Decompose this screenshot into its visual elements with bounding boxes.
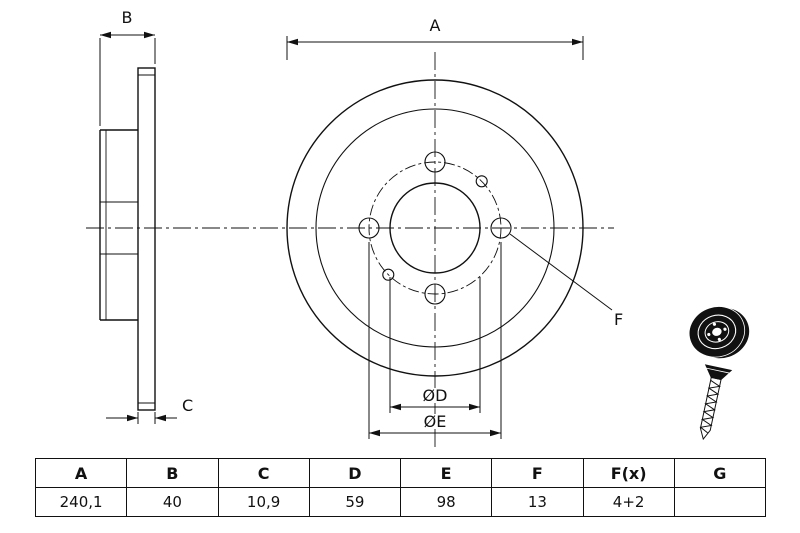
leader-line (509, 233, 613, 311)
dim-b-label: B (122, 8, 133, 27)
dim-c-label: C (182, 396, 193, 415)
value-fx: 4+2 (582, 487, 675, 517)
dim-d-label: ØD (423, 386, 448, 405)
value-e: 98 (399, 487, 493, 517)
value-c: 10,9 (217, 487, 310, 517)
value-d: 59 (308, 487, 402, 517)
value-a: 240,1 (34, 487, 128, 517)
screw-threads (699, 379, 721, 434)
dimension-e: ØE (368, 242, 502, 439)
label-mask (412, 388, 458, 403)
value-f: 13 (491, 487, 584, 517)
bolt-hole (358, 217, 380, 239)
dimension-table: A B C D E F F(x) G 240,1 40 10,9 59 98 1… (34, 458, 767, 517)
dimension-d: ØD (389, 277, 481, 413)
bolt-hole (424, 283, 446, 305)
friction-surface-circle (315, 108, 555, 348)
bolt-hole (490, 217, 512, 239)
side-view (99, 67, 156, 411)
table-header-g: G (673, 458, 767, 488)
dimension-b: B (99, 8, 156, 126)
table-header-f: F (491, 458, 584, 488)
table-header-row: A B C D E F F(x) G (34, 458, 767, 488)
table-header-c: C (217, 458, 310, 488)
center-bore-circle (389, 182, 481, 274)
dim-f-label: F (614, 310, 623, 329)
alignment-hole (382, 268, 395, 281)
dim-a-label: A (430, 16, 441, 35)
outer-diameter-circle (286, 79, 584, 377)
table-header-fx: F(x) (582, 458, 675, 488)
table-header-e: E (399, 458, 493, 488)
dimension-f: F (509, 233, 623, 329)
disc-section-outline (137, 67, 156, 411)
front-view (286, 79, 584, 377)
table-value-row: 240,1 40 10,9 59 98 13 4+2 (34, 487, 767, 517)
alignment-hole (475, 175, 488, 188)
brake-disc-3d-icon (688, 306, 750, 359)
dim-e-label: ØE (424, 412, 447, 431)
bolt-hole (424, 151, 446, 173)
label-mask (412, 414, 458, 429)
screw-head (704, 364, 733, 381)
table-header-d: D (308, 458, 402, 488)
dimension-a: A (286, 16, 584, 60)
bolt-circle (368, 161, 502, 295)
mounting-screw-icon (699, 364, 733, 441)
table-header-b: B (126, 458, 219, 488)
brake-disc-technical-drawing: B C A (86, 8, 750, 450)
dimension-c: C (106, 396, 193, 424)
table-header-a: A (34, 458, 128, 488)
value-b: 40 (126, 487, 219, 517)
value-g (673, 487, 767, 517)
